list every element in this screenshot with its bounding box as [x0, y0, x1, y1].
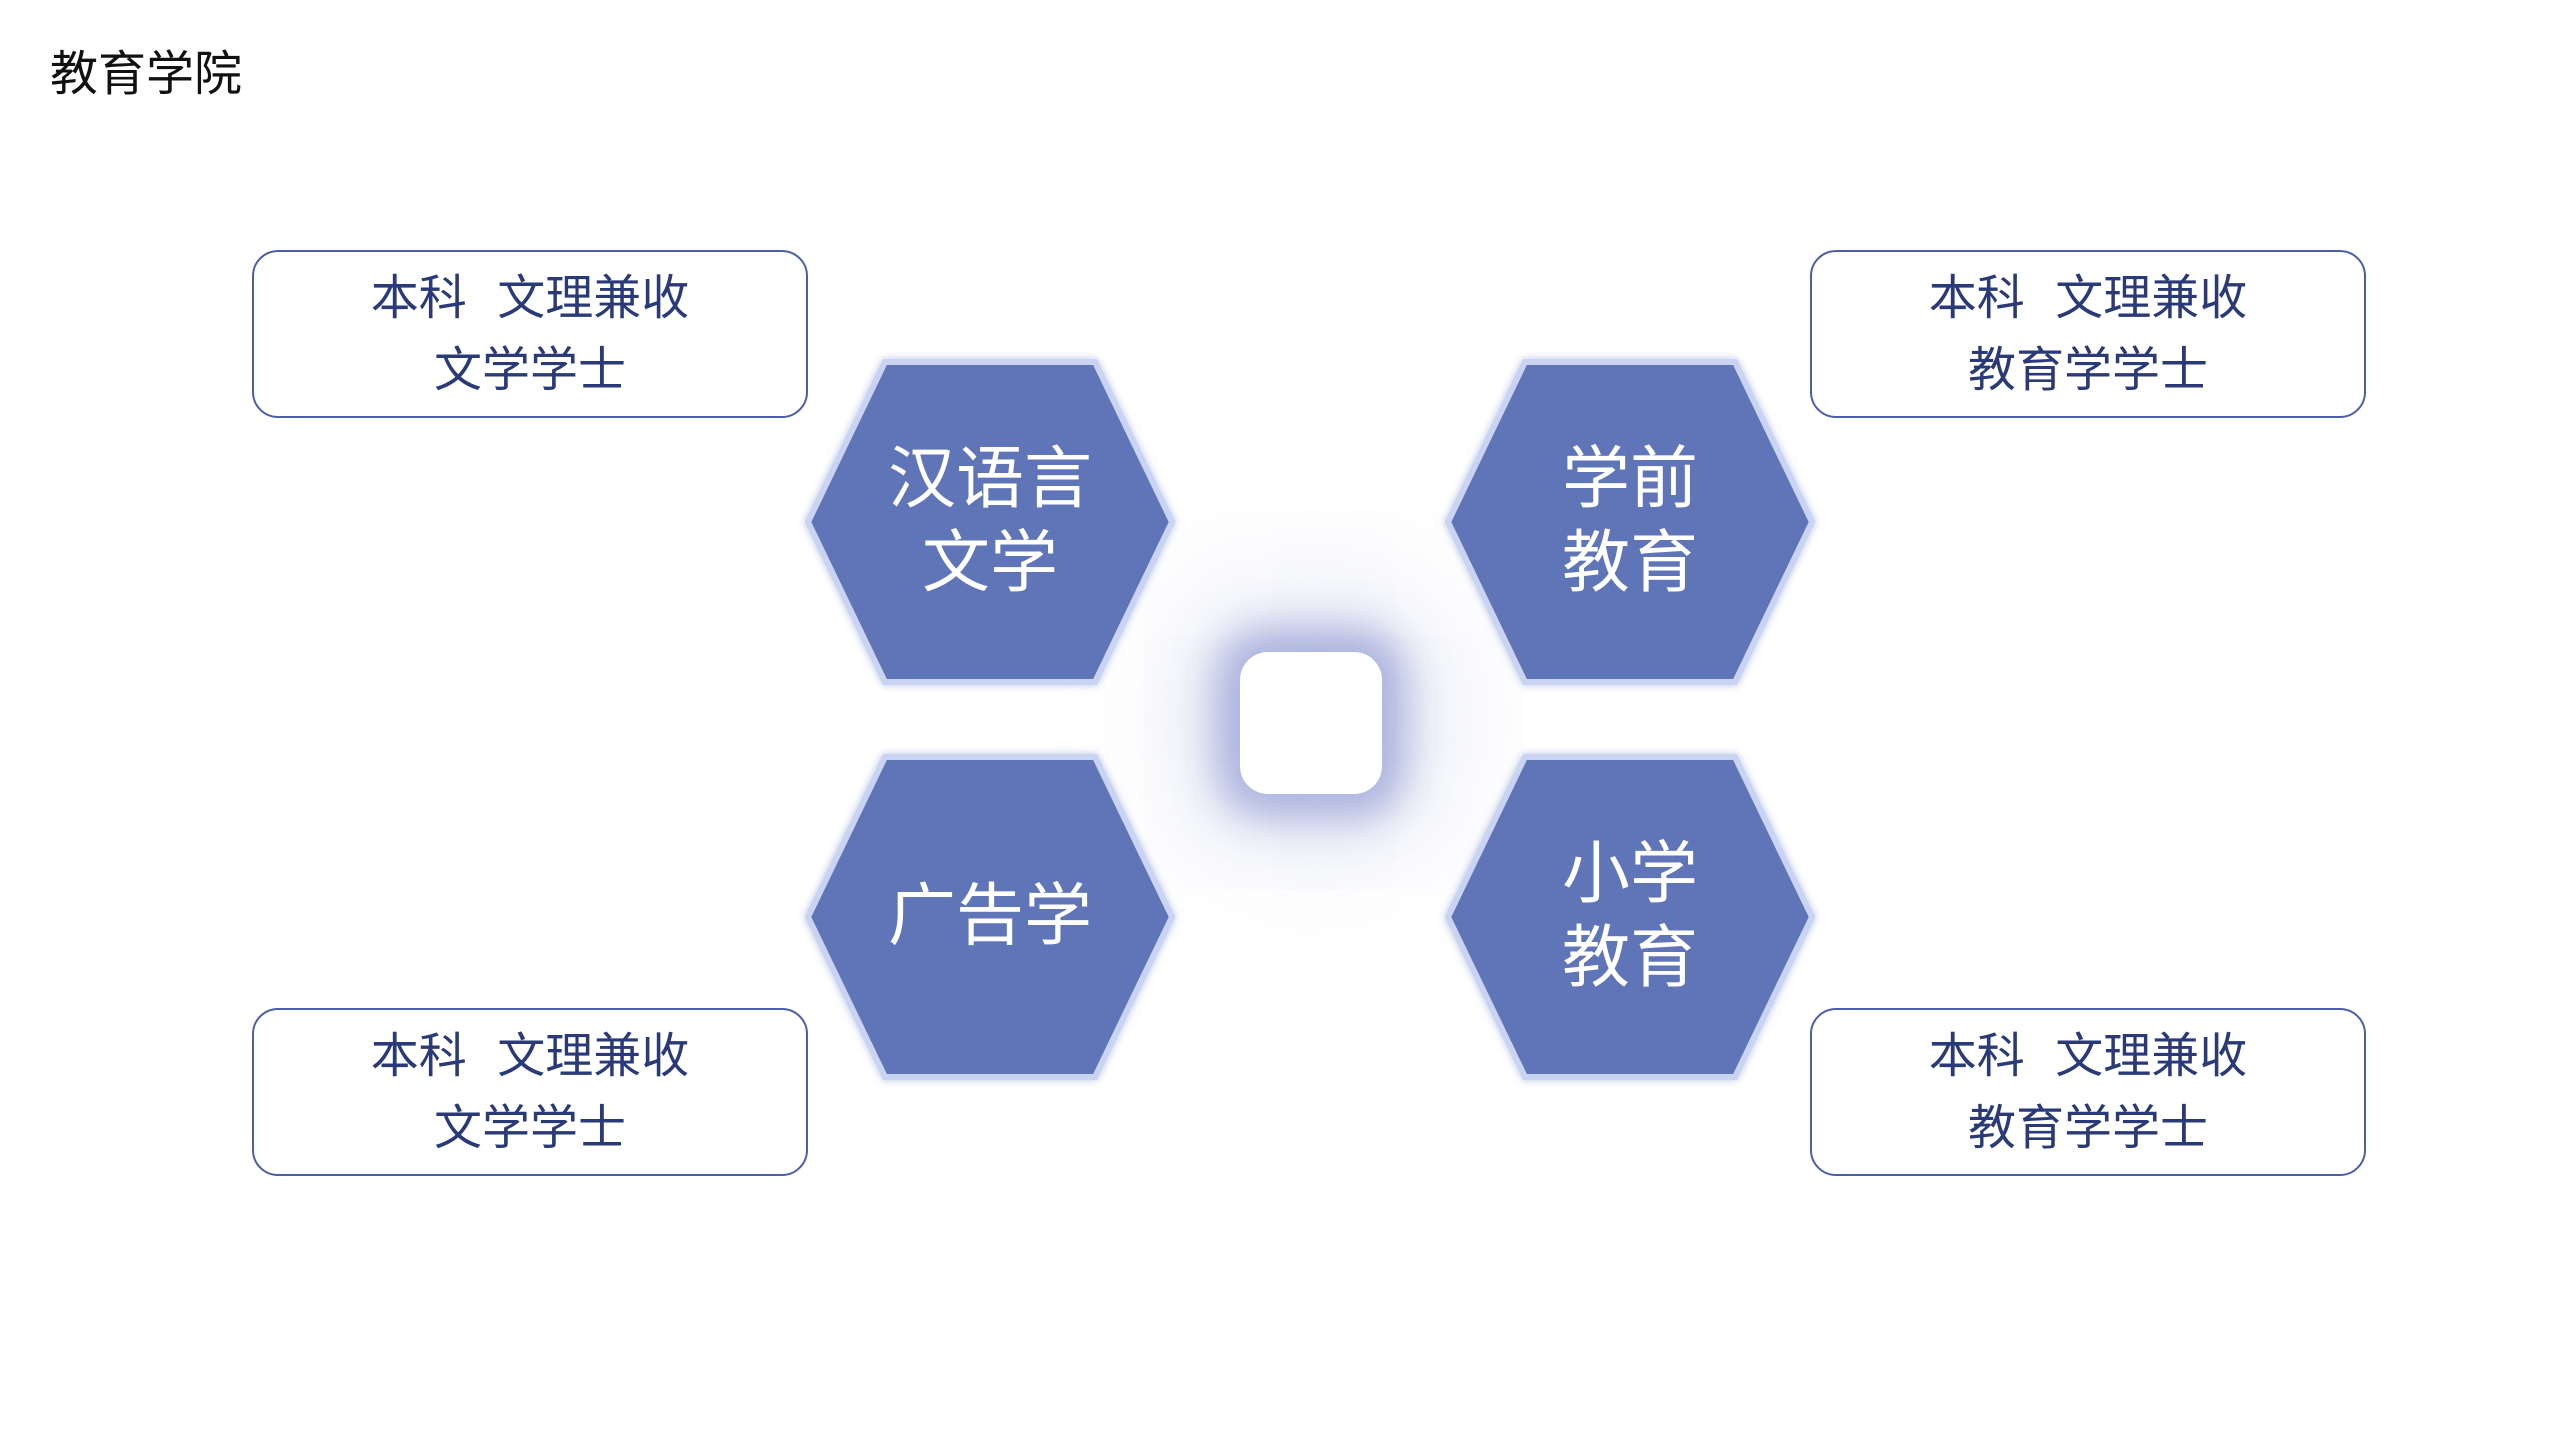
major-name-line: 学前	[1561, 440, 1698, 519]
info-line-degree-type: 本科 文理兼收	[1928, 1028, 2248, 1084]
info-box-preschool-education: 本科 文理兼收 教育学学士	[1810, 250, 2366, 418]
hexagon-chinese-literature	[804, 359, 1176, 685]
major-name-line: 汉语言	[887, 440, 1092, 519]
major-name-line: 教育	[1561, 919, 1698, 998]
major-name-line: 广告学	[887, 877, 1092, 956]
page-title: 教育学院	[50, 46, 243, 102]
major-name-advertising: 广告学	[850, 827, 1130, 1007]
info-line-degree-name: 教育学学士	[1967, 342, 2208, 398]
major-name-preschool-education: 学前 教育	[1490, 432, 1770, 612]
info-box-advertising: 本科 文理兼收 文学学士	[252, 1008, 808, 1176]
major-name-primary-education: 小学 教育	[1490, 827, 1770, 1007]
major-name-line: 教育	[1561, 524, 1698, 603]
major-name-chinese-literature: 汉语言 文学	[850, 432, 1130, 612]
info-line-degree-type: 本科 文理兼收	[370, 270, 690, 326]
info-line-degree-name: 教育学学士	[1967, 1100, 2208, 1156]
center-glow-square	[1240, 652, 1382, 794]
hexagon-advertising	[804, 754, 1176, 1080]
hexagon-primary-education	[1444, 754, 1816, 1080]
info-line-degree-name: 文学学士	[433, 342, 626, 398]
major-name-line: 小学	[1561, 835, 1698, 914]
info-line-degree-name: 文学学士	[433, 1100, 626, 1156]
hexagon-preschool-education	[1444, 359, 1816, 685]
info-line-degree-type: 本科 文理兼收	[370, 1028, 690, 1084]
major-name-line: 文学	[921, 524, 1058, 603]
info-box-chinese-literature: 本科 文理兼收 文学学士	[252, 250, 808, 418]
info-line-degree-type: 本科 文理兼收	[1928, 270, 2248, 326]
info-box-primary-education: 本科 文理兼收 教育学学士	[1810, 1008, 2366, 1176]
